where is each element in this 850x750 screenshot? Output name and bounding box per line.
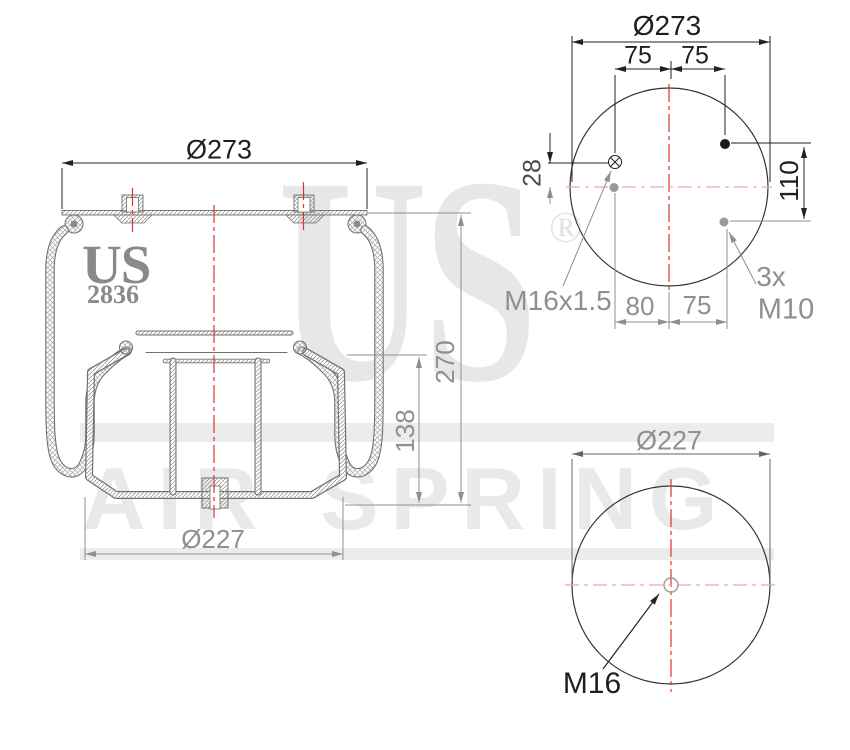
stud-thread-label: M10 [757,293,815,326]
dim-28 [547,133,609,204]
part-number-marking: 2836 [87,280,139,309]
bottom-dia-label: Ø227 [635,425,703,456]
dim-height-270 [345,212,471,506]
top-offset-left-label: 75 [624,41,652,70]
side-dia-top-label: Ø273 [185,134,253,165]
dim-dia-top [61,160,368,209]
stud-count-label: 3x [756,261,786,292]
side-view [50,160,471,560]
watermark-band-top [80,423,774,442]
registered-mark-icon: ® [549,203,583,252]
bottom-view [565,451,777,692]
top-view [547,36,811,329]
stud-marker [719,217,729,227]
top-stud-spacing-label: 110 [774,160,804,202]
dim-dia [571,36,771,182]
dim-dia [571,451,771,582]
side-dia-bottom-label: Ø227 [181,524,245,554]
leader-bolt [602,593,660,670]
bolt-boss [201,477,229,510]
part-brand-marking: US [82,234,151,295]
top-dia-label: Ø273 [632,10,702,41]
stud-marker [609,183,619,192]
dim-75-75 [614,61,726,153]
air-inlet-thread-label: M16x1.5 [504,285,612,316]
dim-110 [730,142,811,222]
leader-air-inlet [562,170,612,287]
stud-marker [720,139,730,149]
centerlines [131,182,305,518]
leader-studs [728,231,757,285]
bottom-bolt-label: M16 [562,667,622,700]
dim-height-138 [347,354,427,503]
side-piston-height-label: 138 [390,409,420,453]
piston [89,333,343,495]
mounting-stud [285,194,325,224]
side-height-label: 270 [430,340,460,384]
watermark-brand: US [278,116,538,443]
dim-80-75 [614,193,728,329]
top-inlet-offset-label: 28 [518,159,547,187]
top-stud-horizontal-label: 75 [682,290,712,320]
top-offset-right-label: 75 [681,41,709,70]
bolt-hole [663,577,679,593]
top-inlet-horizontal-label: 80 [625,291,655,321]
dim-dia-bottom [84,497,344,560]
air-inlet-symbol [608,155,622,169]
